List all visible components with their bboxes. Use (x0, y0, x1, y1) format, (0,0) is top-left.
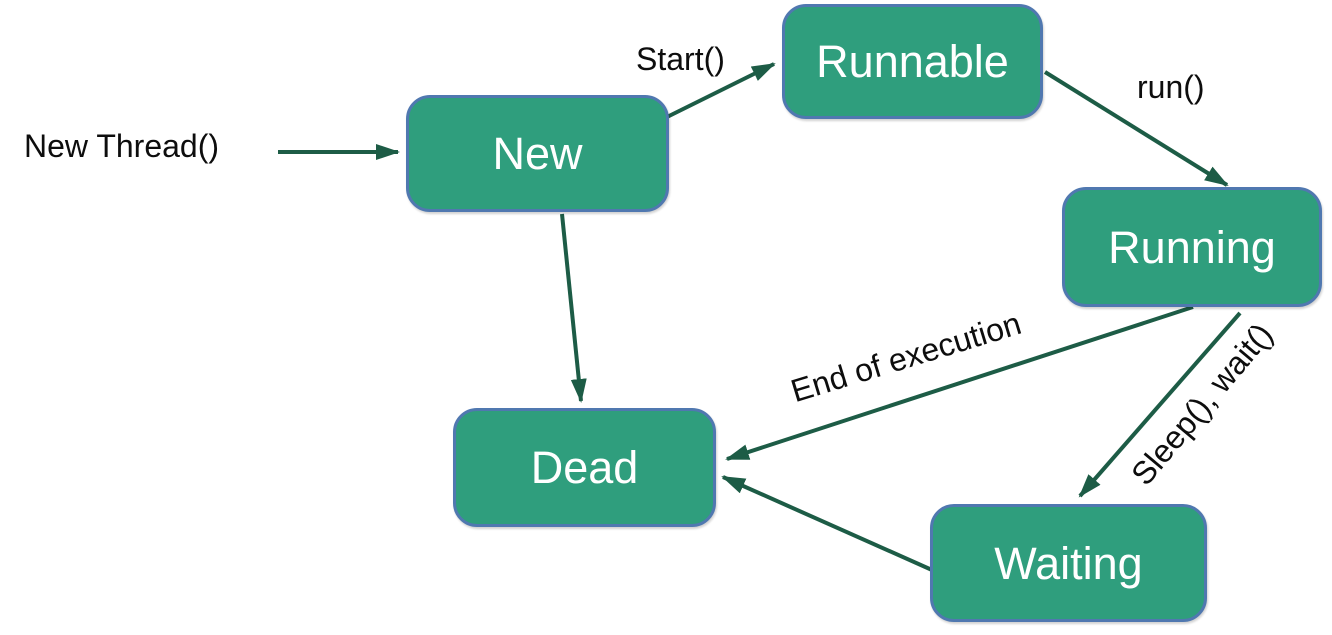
node-new-label: New (492, 128, 583, 179)
arrow-runnable-to-running (1043, 70, 1229, 187)
node-dead: Dead (453, 408, 716, 527)
node-running-label: Running (1108, 221, 1276, 273)
node-waiting-label: Waiting (994, 537, 1143, 589)
node-dead-label: Dead (530, 442, 639, 493)
node-running: Running (1062, 187, 1322, 307)
label-new-thread: New Thread() (24, 128, 220, 164)
arrow-running-to-dead (725, 305, 1194, 461)
node-waiting: Waiting (930, 504, 1207, 622)
arrow-waiting-to-dead (721, 475, 933, 572)
node-new: New (406, 95, 669, 212)
label-run: run() (1137, 69, 1205, 105)
node-runnable: Runnable (782, 4, 1043, 119)
arrow-running-to-waiting (1078, 311, 1242, 498)
node-runnable-label: Runnable (816, 36, 1009, 87)
arrow-new-to-dead (560, 213, 587, 403)
label-start: Start() (636, 41, 725, 77)
arrow-new-to-runnable (666, 62, 776, 119)
